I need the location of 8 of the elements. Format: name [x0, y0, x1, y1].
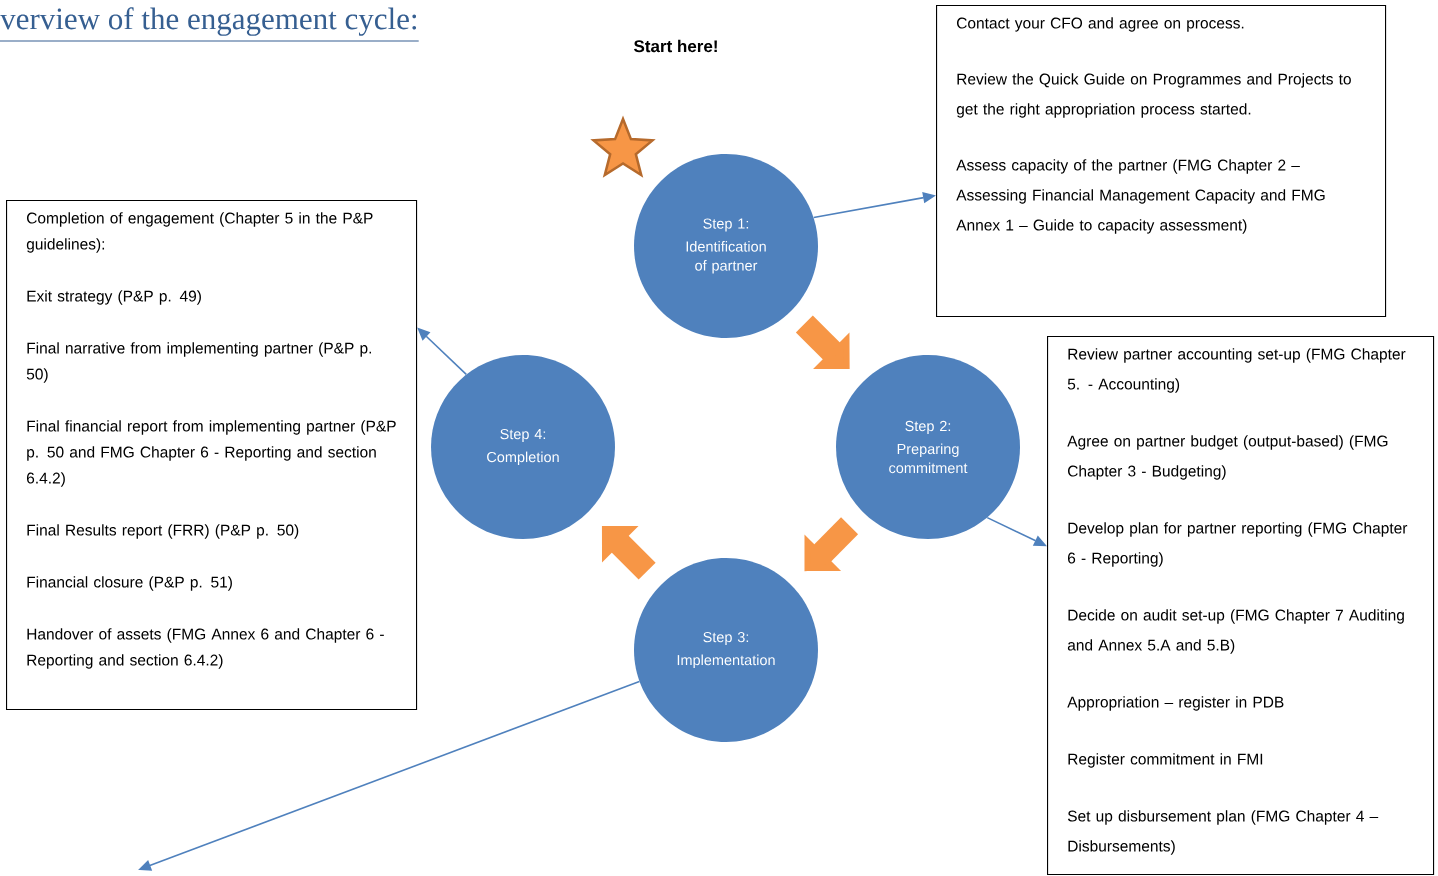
text-box: Completion of engagement (Chapter 5 in the P&P guidelines): Exit strategy (P&P p. 49) Final narrative from implementing partner (P&P p. 50) Final financial report from implementing partner (P&P p. 50 and FMG Chapter 6 - Reporting and section 6.4.2) Final Results report (FRR) (P&P p. 50) Financial closure (P&P p. 51) Handover of assets (FMG Annex 6 and Chapter 6 - Reporting and section 6.4.2) [6, 200, 418, 711]
text-box: Review partner accounting set-up (FMG Chapter 5. - Accounting) Agree on partner budget (output-based) (FMG Chapter 3 - Budgeting) Develop plan for partner reporting (FMG Chapter 6 - Reporting) Decide on audit set-up (FMG Chapter 7 Auditing and Annex 5.A and 5.B) Appropriation – register in PDB Register commitment in FMI Set up disbursement plan (FMG Chapter 4 – Disbursements) [1047, 336, 1435, 876]
text-box: Contact your CFO and agree on process. Review the Quick Guide on Programmes and Projects to get the right appropriation process started. Assess capacity of the partner (FMG Chapter 2 – Assessing Financial Management Capacity and FMG Annex 1 – Guide to capacity assessment) [936, 5, 1387, 318]
start-label: Start here! [634, 39, 717, 53]
arrow [795, 315, 850, 369]
arrow [601, 525, 656, 580]
title: verview of the engagement cycle: [0, 7, 417, 36]
arrow [804, 517, 859, 572]
